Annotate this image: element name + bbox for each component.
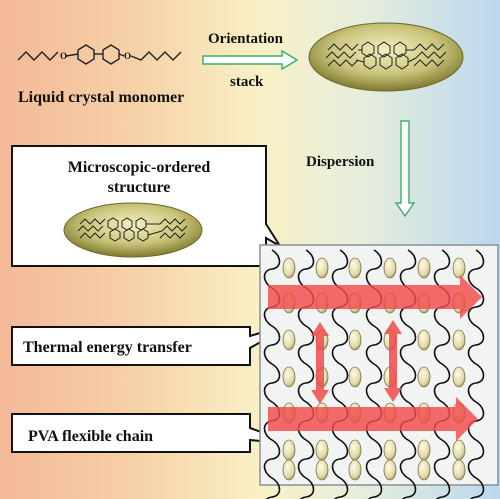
pva-chain	[467, 249, 485, 499]
lc-molecule	[452, 366, 466, 388]
lc-molecule	[383, 459, 397, 481]
lc-molecule	[348, 257, 362, 279]
lc-molecule	[282, 257, 296, 279]
monomer-label: Liquid crystal monomer	[18, 89, 184, 106]
micro-ellipse	[63, 202, 203, 258]
monomer-oxygen-left: O	[60, 51, 67, 61]
lc-molecule	[452, 439, 466, 461]
dispersion-arrow	[394, 120, 416, 218]
orientation-arrow	[202, 49, 299, 71]
lc-molecule	[417, 329, 431, 351]
lc-molecule	[348, 439, 362, 461]
heat-arrow-horizontal	[268, 275, 482, 319]
stacked-molecules-top	[325, 41, 447, 70]
lc-molecule	[348, 366, 362, 388]
lc-molecule	[315, 459, 329, 481]
lc-molecule	[417, 439, 431, 461]
lc-molecule	[452, 257, 466, 279]
heat-arrow-vertical	[311, 322, 329, 404]
dispersion-label: Dispersion	[306, 154, 375, 170]
lc-molecule	[315, 257, 329, 279]
heat-arrow-horizontal	[268, 397, 478, 441]
monomer-oxygen-right: O	[124, 51, 131, 61]
micro-label-line2: structure	[108, 179, 171, 196]
lc-molecule	[452, 459, 466, 481]
lc-molecule	[383, 257, 397, 279]
panel-content	[263, 249, 485, 499]
lc-molecule	[282, 366, 296, 388]
lc-molecule	[452, 329, 466, 351]
monomer-molecule	[17, 44, 182, 65]
lc-molecule	[417, 366, 431, 388]
lc-molecule	[315, 439, 329, 461]
orientation-label: Orientation	[208, 31, 284, 47]
lc-molecule	[282, 329, 296, 351]
lc-molecule	[348, 459, 362, 481]
micro-label-line1: Microscopic-ordered	[68, 159, 211, 176]
thermal-label: Thermal energy transfer	[23, 339, 192, 356]
micro-molecules	[77, 217, 188, 242]
lc-molecule	[417, 459, 431, 481]
lc-molecule	[348, 329, 362, 351]
pva-label: PVA flexible chain	[28, 428, 153, 445]
lc-molecule	[282, 439, 296, 461]
stack-label: stack	[230, 74, 264, 90]
stacked-ellipse-top	[308, 22, 464, 92]
lc-molecule	[383, 439, 397, 461]
lc-molecule	[282, 459, 296, 481]
heat-arrow-vertical	[384, 320, 402, 402]
lc-molecule	[417, 257, 431, 279]
